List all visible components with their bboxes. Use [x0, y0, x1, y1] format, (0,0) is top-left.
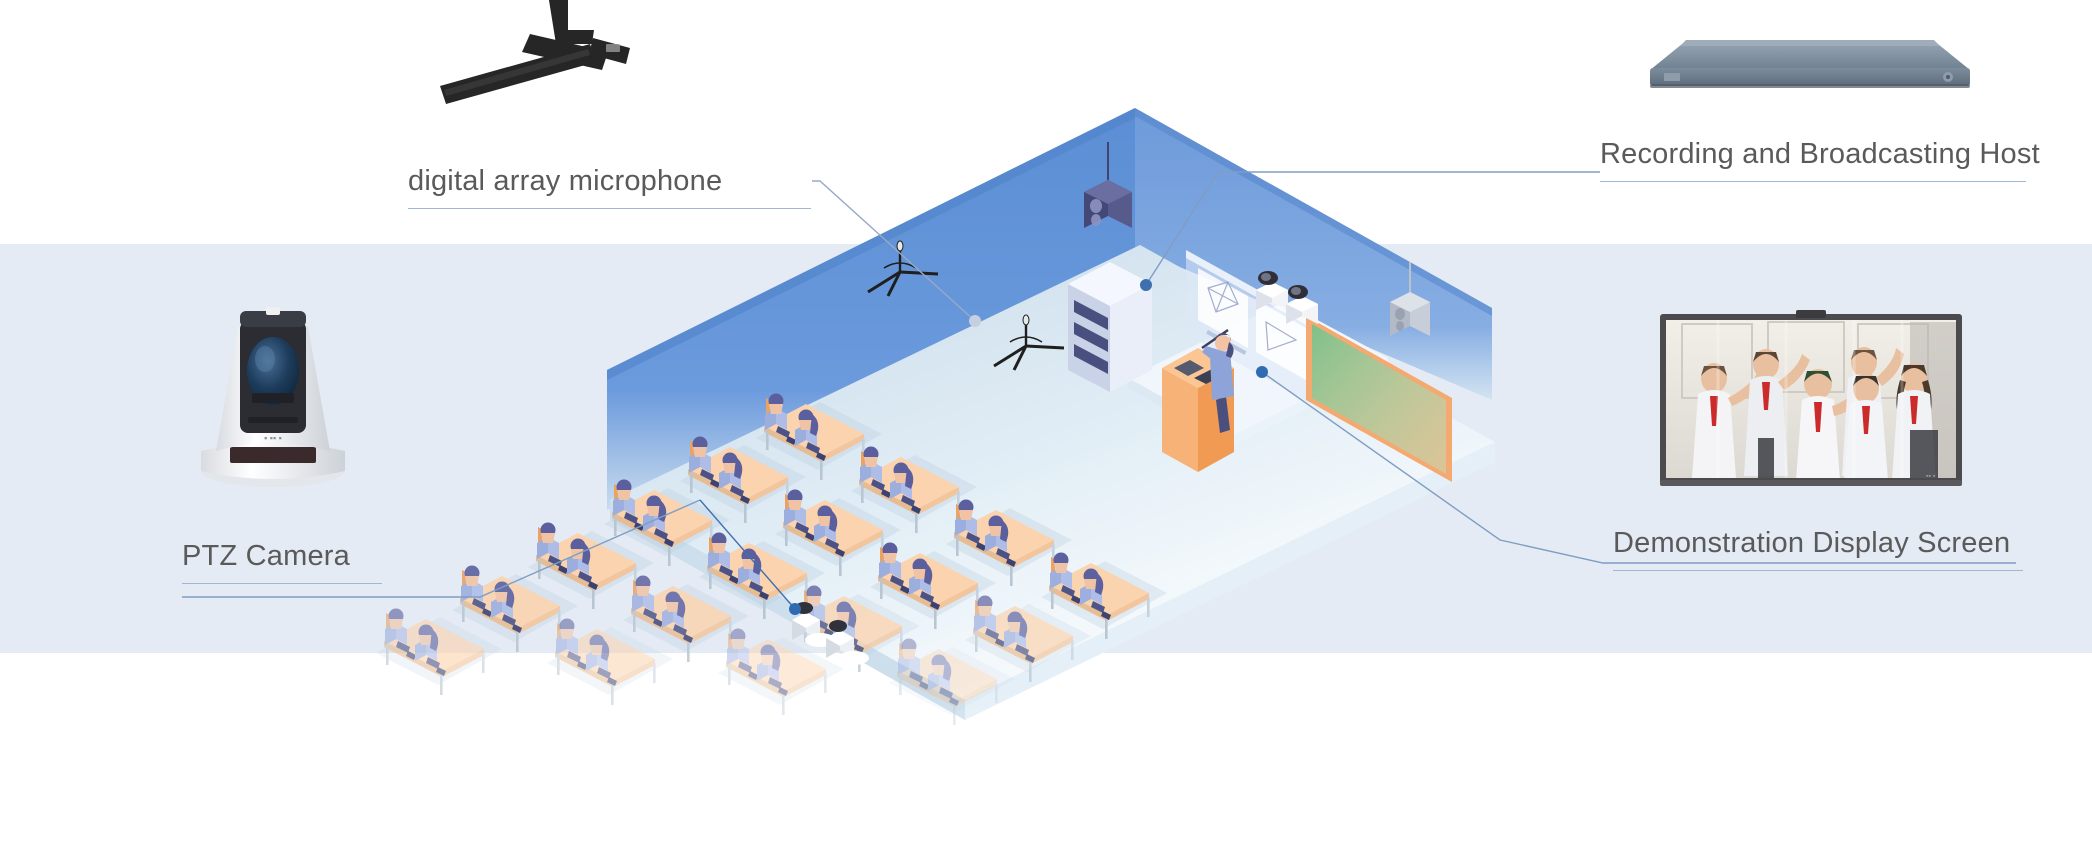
callout-digital-array-microphone: digital array microphone: [408, 165, 811, 209]
callout-label-display: Demonstration Display Screen: [1613, 527, 2011, 559]
student-desk: [775, 489, 901, 576]
callout-rule-host: [1600, 181, 2026, 182]
leader-dot-ptz: [789, 603, 801, 615]
leader-dot-microphone: [969, 315, 981, 327]
student-desk: [965, 595, 1091, 682]
student-desk: [528, 522, 654, 609]
student-desk: [680, 436, 806, 523]
leader-dot-host: [1140, 279, 1152, 291]
leader-lines: [182, 171, 2016, 615]
display-screen-photo: ▪▪ ▪: [1660, 310, 1962, 486]
wall-mic-stand-front: [993, 314, 1065, 371]
student-desk: [756, 393, 882, 480]
ptz-camera-photo: ▪ ▪▪ ▪: [201, 307, 345, 487]
svg-text:▪▪ ▪: ▪▪ ▪: [1926, 473, 1936, 480]
student-desk: [1041, 552, 1167, 639]
student-desk: [547, 618, 673, 705]
student-desk: [376, 608, 502, 695]
callout-label-host: Recording and Broadcasting Host: [1600, 138, 2040, 170]
callout-rule-microphone: [408, 208, 811, 209]
teacher: [1201, 329, 1234, 433]
student-desk: [851, 446, 977, 533]
student-desk: [870, 542, 996, 629]
callout-label-ptz: PTZ Camera: [182, 540, 350, 572]
student-desk-grid: [376, 393, 1167, 725]
wall-speaker: [1390, 262, 1430, 336]
callout-rule-ptz: [182, 583, 382, 584]
student-desk: [623, 575, 749, 662]
server-rack: [1068, 262, 1152, 392]
blackboard: [1306, 316, 1452, 482]
recording-host-photo: [1650, 40, 1970, 88]
callout-label-microphone: digital array microphone: [408, 165, 723, 197]
callout-ptz-camera: PTZ Camera: [182, 540, 382, 584]
whiteboard: [1186, 250, 1312, 404]
student-desk: [718, 628, 844, 715]
leader-dot-display: [1256, 366, 1268, 378]
student-desk: [604, 479, 730, 566]
ptz-camera-teacher[interactable]: [1256, 271, 1288, 310]
room-wall-left: [607, 108, 1135, 510]
ptz-camera-floor-pair[interactable]: [792, 602, 869, 665]
array-microphone-photo: [440, 0, 630, 104]
student-desk: [946, 499, 1072, 586]
student-desk: [699, 532, 825, 619]
svg-text:▪ ▪▪ ▪: ▪ ▪▪ ▪: [264, 433, 282, 443]
callout-rule-display: [1613, 570, 2023, 571]
ceiling-speaker: [1084, 142, 1132, 228]
wall-mic-stand-rear: [867, 240, 939, 297]
student-desk: [452, 565, 578, 652]
ptz-camera-student[interactable]: [1286, 285, 1318, 324]
callout-recording-broadcasting-host: Recording and Broadcasting Host: [1600, 138, 2040, 182]
callout-demonstration-display-screen: Demonstration Display Screen: [1613, 527, 2023, 571]
